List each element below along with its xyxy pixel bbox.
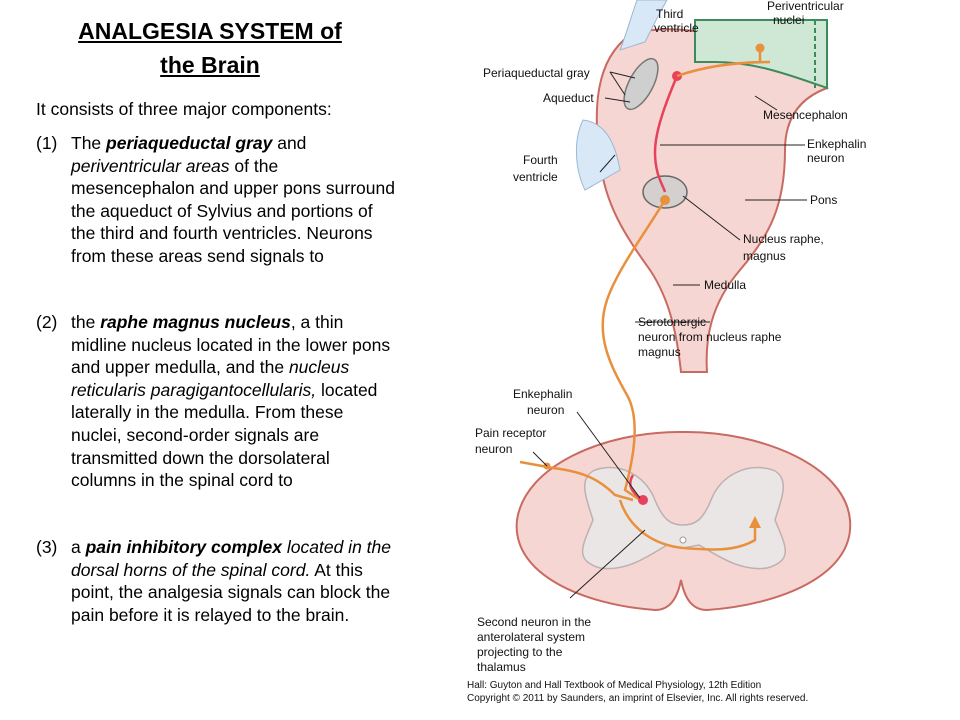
text-run: of the mesencephalon and upper pons surr… xyxy=(71,155,395,266)
label-second-neuron: thalamus xyxy=(477,660,526,674)
enkephalin-cell-body-cord xyxy=(638,495,648,505)
serotonergic-neuron xyxy=(601,199,667,502)
label-pons: Pons xyxy=(810,193,837,207)
raphe-cell-body xyxy=(660,195,670,205)
text-run-italic: periventricular areas xyxy=(71,155,230,176)
text-run-italic: located in the dorsal horns of the spina… xyxy=(71,537,391,580)
label-fourth-ventricle: Fourth xyxy=(523,153,558,167)
label-third-ventricle: Third xyxy=(656,7,683,21)
label-second-neuron: projecting to the xyxy=(477,645,563,659)
second-order-neuron xyxy=(618,499,757,551)
list-item-1: (1) The periaqueductal gray and perivent… xyxy=(36,132,398,268)
label-periventricular-nuclei: nuclei xyxy=(773,13,804,27)
label-aqueduct: Aqueduct xyxy=(543,91,594,105)
text-run: the xyxy=(71,312,101,332)
list-text: a pain inhibitory complex located in the… xyxy=(71,536,398,626)
label-second-neuron: anterolateral system xyxy=(477,630,585,644)
label-serotonergic-neuron: Serotonergic xyxy=(638,315,706,329)
list-number: (1) xyxy=(36,133,58,153)
label-pain-receptor-neuron: Pain receptor xyxy=(475,426,546,440)
list-number: (2) xyxy=(36,312,58,332)
page-title: ANALGESIA SYSTEM of the Brain xyxy=(30,14,390,82)
text-run: , a thin midline nucleus located in the … xyxy=(71,312,391,378)
label-cord-enkephalin-neuron: neuron xyxy=(527,403,564,417)
leader-lines xyxy=(532,71,807,599)
caption-source: Hall: Guyton and Hall Textbook of Medica… xyxy=(467,680,761,691)
label-enkephalin-neuron: neuron xyxy=(807,151,844,165)
label-serotonergic-neuron: magnus xyxy=(638,345,681,359)
text-run-emphasis: periaqueductal gray xyxy=(106,133,273,153)
list-text: the raphe magnus nucleus, a thin midline… xyxy=(71,311,398,492)
text-run: a xyxy=(71,537,86,557)
text-run: At this point, the analgesia signals can… xyxy=(71,559,391,625)
list-text: The periaqueductal gray and periventricu… xyxy=(71,132,398,268)
label-fourth-ventricle: ventricle xyxy=(513,170,558,184)
text-run-emphasis: pain inhibitory complex xyxy=(85,537,283,557)
label-serotonergic-neuron: neuron from nucleus raphe xyxy=(638,330,782,344)
label-pain-receptor-neuron: neuron xyxy=(475,442,512,456)
periaqueductal-gray-shape xyxy=(623,57,659,111)
periventricular-cell-body xyxy=(755,43,765,53)
label-mesencephalon: Mesencephalon xyxy=(763,108,848,122)
enkephalin-neuron-brain xyxy=(653,75,679,193)
label-cord-enkephalin-neuron: Enkephalin xyxy=(513,387,572,401)
list-item-2: (2) the raphe magnus nucleus, a thin mid… xyxy=(36,311,398,492)
central-canal xyxy=(679,536,687,544)
arrow-head xyxy=(749,516,761,528)
pain-receptor-neuron xyxy=(519,460,634,502)
label-nucleus-raphe: Nucleus raphe, xyxy=(743,232,824,246)
caption-copyright: Copyright © 2011 by Saunders, an imprint… xyxy=(467,693,808,704)
intro-text: It consists of three major components: xyxy=(36,99,332,119)
label-nucleus-raphe: magnus xyxy=(743,249,786,263)
text-run-italic: nucleus reticularis paragigantocellulari… xyxy=(71,357,350,400)
fourth-ventricle-shape xyxy=(575,119,621,191)
title-line-1: ANALGESIA SYSTEM of xyxy=(78,18,342,44)
analgesia-diagram: Third ventricle Periventricular nuclei P… xyxy=(455,0,960,720)
spinal-cord-shape xyxy=(515,431,852,612)
label-periaqueductal-gray: Periaqueductal gray xyxy=(483,66,590,80)
label-third-ventricle: ventricle xyxy=(654,21,699,35)
text-run: and xyxy=(272,133,307,153)
title-line-2: the Brain xyxy=(160,52,260,78)
label-second-neuron: Second neuron in the xyxy=(477,615,591,629)
text-run: The xyxy=(71,133,107,153)
text-run: located laterally in the medulla. From t… xyxy=(71,379,378,491)
label-enkephalin-neuron: Enkephalin xyxy=(807,137,866,151)
list-number: (3) xyxy=(36,537,58,557)
diagram-svg: Third ventricle Periventricular nuclei P… xyxy=(467,0,866,704)
text-run-emphasis: raphe magnus nucleus xyxy=(100,312,291,332)
third-ventricle-shape xyxy=(619,0,668,51)
label-periventricular-nuclei: Periventricular xyxy=(767,0,844,13)
label-medulla: Medulla xyxy=(704,278,746,292)
list-item-3: (3) a pain inhibitory complex located in… xyxy=(36,536,398,626)
